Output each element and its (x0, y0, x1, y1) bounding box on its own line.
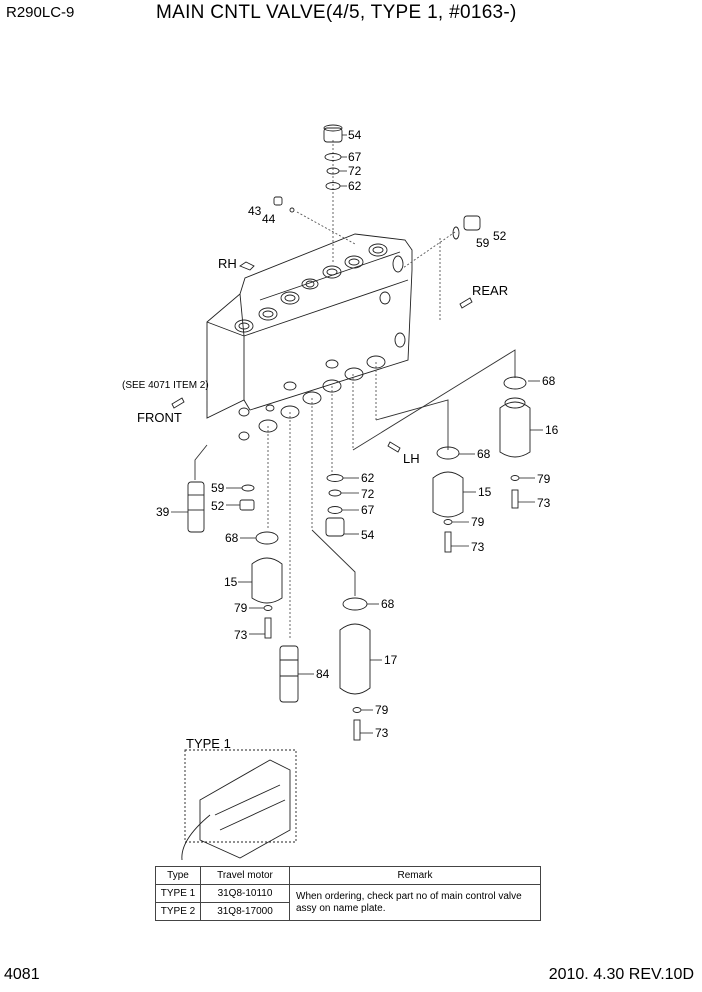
page-title: MAIN CNTL VALVE(4/5, TYPE 1, #0163-) (156, 2, 517, 23)
part-68b: 68 (477, 447, 491, 461)
part-16: 16 (545, 423, 559, 437)
part-68a: 68 (542, 374, 556, 388)
rh-label: RH (218, 256, 237, 271)
page-number: 4081 (4, 966, 40, 983)
part-54b: 54 (361, 528, 375, 542)
part-39: 39 (156, 505, 170, 519)
relief-valve-39 (187, 481, 205, 533)
top-ports (234, 243, 406, 348)
part-17: 17 (384, 653, 398, 667)
table-header-row: Type Travel motor Remark (155, 866, 541, 885)
plug-43-44 (273, 196, 295, 213)
part-62b: 62 (361, 471, 375, 485)
see-ref-label: (SEE 4071 ITEM 2) (122, 380, 209, 391)
table-cell-type: TYPE 1 (155, 884, 201, 903)
table-header-motor: Travel motor (200, 866, 290, 885)
cover-16 (499, 376, 531, 509)
lh-label: LH (403, 451, 420, 466)
table-cell-motor: 31Q8-17000 (200, 902, 290, 921)
cover-17 (339, 597, 371, 741)
revision-date: 2010. 4.30 REV.10D (548, 966, 694, 983)
type-table: Type Travel motor Remark TYPE 1 31Q8-101… (155, 866, 541, 921)
table-cell-motor: 31Q8-10110 (200, 884, 290, 903)
inset-label: TYPE 1 (186, 736, 231, 751)
part-15a: 15 (478, 485, 492, 499)
part-73b: 73 (471, 540, 485, 554)
part-84: 84 (316, 667, 330, 681)
part-79b: 79 (471, 515, 485, 529)
table-header-remark: Remark (289, 866, 541, 885)
part-59b: 59 (211, 481, 225, 495)
part-73c: 73 (234, 628, 248, 642)
part-67b: 67 (361, 503, 375, 517)
table-header-type: Type (155, 866, 201, 885)
table-cell-remark: When ordering, check part no of main con… (289, 884, 541, 921)
part-62a: 62 (348, 179, 362, 193)
part-43: 43 (248, 204, 262, 218)
rear-arrow (459, 297, 473, 309)
plug-bottom (325, 474, 345, 537)
plug-side (452, 215, 481, 240)
rear-label: REAR (472, 283, 508, 298)
cover-15-right (432, 446, 464, 553)
part-79c: 79 (234, 601, 248, 615)
part-67a: 67 (348, 150, 362, 164)
inset-type1 (181, 749, 297, 861)
part-72b: 72 (361, 487, 375, 501)
table-row: TYPE 2 31Q8-17000 (155, 902, 541, 921)
plug-59-52-left (239, 484, 255, 511)
lh-arrow (387, 441, 401, 453)
part-54a: 54 (348, 128, 362, 142)
relief-valve-84 (279, 645, 299, 703)
part-72a: 72 (348, 164, 362, 178)
front-arrow (171, 397, 185, 409)
part-52a: 52 (493, 229, 507, 243)
table-cell-type: TYPE 2 (155, 902, 201, 921)
cover-15-left (251, 531, 283, 639)
part-59a: 59 (476, 236, 490, 250)
table-row: TYPE 1 31Q8-10110 When ordering, check p… (155, 884, 541, 921)
part-15b: 15 (224, 575, 238, 589)
part-68c: 68 (225, 531, 239, 545)
valve-block (206, 233, 413, 419)
front-label: FRONT (137, 410, 182, 425)
part-73a: 73 (537, 496, 551, 510)
rh-arrow (239, 261, 255, 271)
part-73d: 73 (375, 726, 389, 740)
part-44: 44 (262, 212, 276, 226)
part-68d: 68 (381, 597, 395, 611)
part-79a: 79 (537, 472, 551, 486)
part-labels: 54 67 72 62 43 44 59 52 68 16 68 79 15 7… (156, 128, 559, 740)
part-52b: 52 (211, 499, 225, 513)
part-79d: 79 (375, 703, 389, 717)
model-code: R290LC-9 (6, 4, 75, 21)
